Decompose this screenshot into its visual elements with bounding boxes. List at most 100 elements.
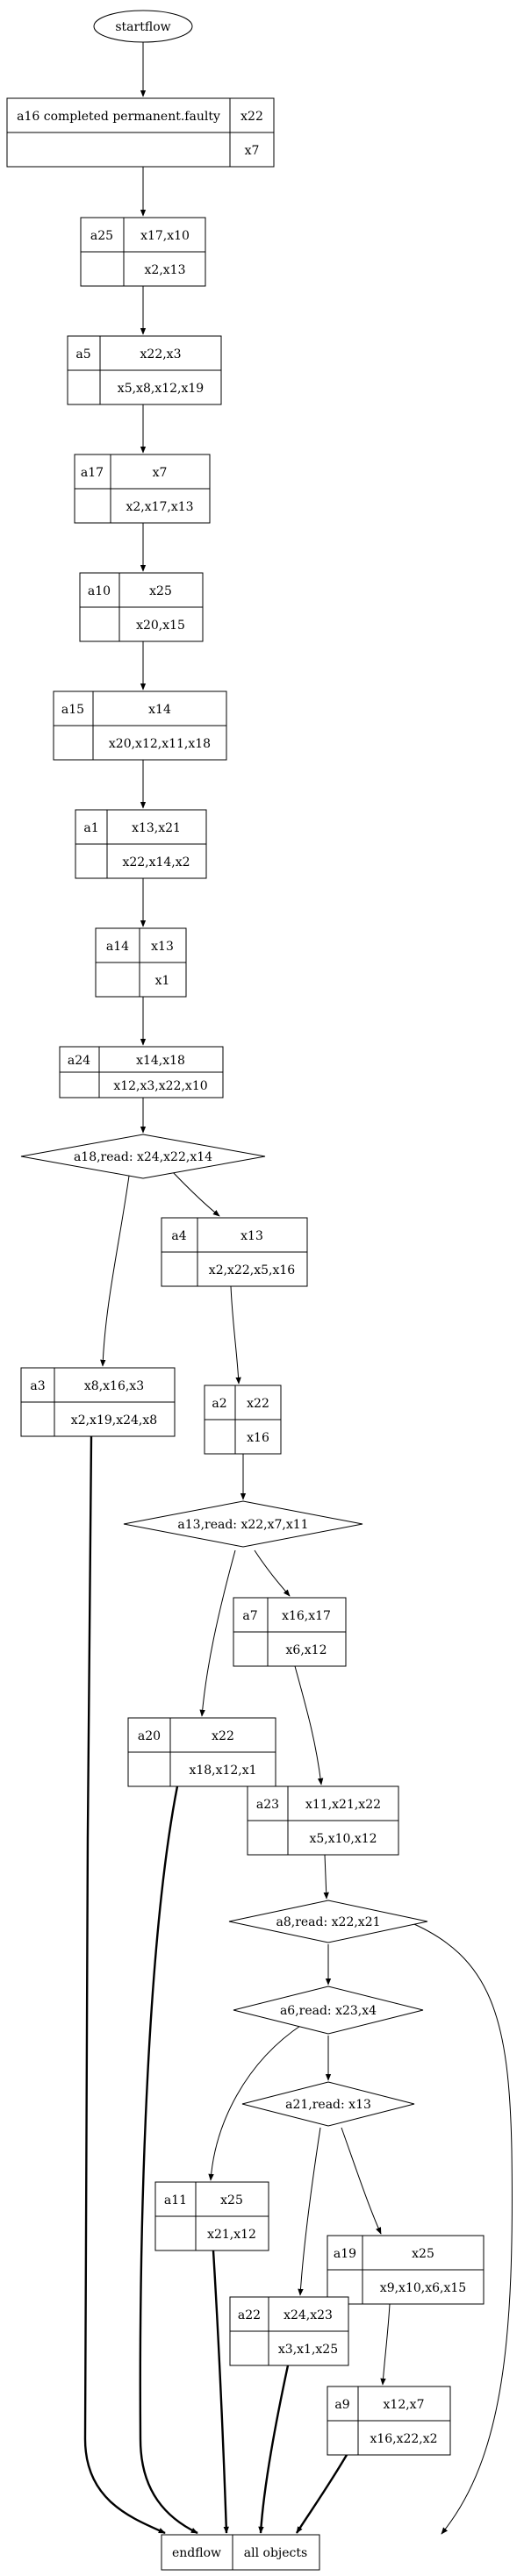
node-a9: a9 x12,x7 x16,x22,x2 [327,2386,451,2456]
end-label-right: all objects [244,2546,307,2560]
node-a10: a10 x25 x20,x15 [79,572,204,642]
node-a17-label: a17 [81,466,104,480]
decision-a6: a6,read: x23,x4 [233,1986,424,2035]
start-node: startflow [93,10,193,43]
edge-a18-a3 [100,1156,133,1367]
node-a16-top: x22 [240,110,263,124]
node-a9-top: x12,x7 [384,2398,425,2412]
node-a20-top: x22 [212,1729,234,1743]
node-a25-label: a25 [90,229,113,243]
edge-a20-endflow [139,1785,198,2535]
decision-a6-label: a6,read: x23,x4 [280,2004,377,2018]
decision-a18: a18,read: x24,x22,x14 [20,1134,266,1179]
edges [83,42,513,2535]
edge-a13-a7 [254,1549,291,1597]
node-a25: a25 x17,x10 x2,x13 [80,217,206,287]
node-a16: a16 completed permanent.faulty x22 x7 [6,97,275,168]
node-a23-top: x11,x21,x22 [305,1798,381,1812]
node-a19-bottom: x9,x10,x6,x15 [380,2281,466,2295]
edge-a9-allobjects [295,2454,348,2534]
decision-a8: a8,read: x22,x21 [228,1900,428,1943]
node-a9-bottom: x16,x22,x2 [370,2432,437,2446]
node-a22-label: a22 [238,2308,261,2322]
decision-a18-label: a18,read: x24,x22,x14 [74,1150,212,1164]
node-a19: a19 x25 x9,x10,x6,x15 [327,2235,485,2305]
node-a17: a17 x7 x2,x17,x13 [74,454,211,524]
node-a14-label: a14 [106,940,129,954]
node-a2-top: x22 [247,1397,269,1411]
node-a11-top: x25 [220,2193,243,2207]
decision-a13-label: a13,read: x22,x7,x11 [177,1518,308,1532]
node-a19-label: a19 [334,2247,356,2261]
node-a23: a23 x11,x21,x22 x5,x10,x12 [247,1785,399,1856]
edge-a8-allobjects [407,1921,513,2535]
node-a19-top: x25 [412,2247,434,2261]
node-a14-top: x13 [151,940,174,954]
node-a1-label: a1 [83,821,98,835]
node-a22-bottom: x3,x1,x25 [278,2343,338,2357]
start-label: startflow [115,20,170,34]
edge-a3-endflow [83,1435,166,2535]
node-a5-top: x22,x3 [140,347,182,361]
node-a1-bottom: x22,x14,x2 [122,855,190,869]
node-a24: a24 x14,x18 x12,x3,x22,x10 [59,1046,224,1098]
node-a5-bottom: x5,x8,x12,x19 [118,382,204,396]
node-a10-bottom: x20,x15 [136,619,185,633]
node-a3: a3 x8,x16,x3 x2,x19,x24,x8 [20,1367,176,1437]
decision-a13: a13,read: x22,x7,x11 [123,1500,363,1548]
node-a15: a15 x14 x20,x12,x11,x18 [53,691,227,761]
node-a14: a14 x13 x1 [95,927,187,998]
node-a2: a2 x22 x16 [204,1385,282,1455]
node-a23-bottom: x5,x10,x12 [309,1832,377,1846]
edge-a21-a22 [298,2127,321,2296]
edge-a19-a9 [380,2303,391,2386]
node-a20-label: a20 [138,1729,161,1743]
node-a24-bottom: x12,x3,x22,x10 [113,1079,207,1093]
node-a1: a1 x13,x21 x22,x14,x2 [75,809,207,879]
node-a4-top: x13 [240,1229,263,1243]
node-a7-label: a7 [242,1609,257,1623]
node-a20-bottom: x18,x12,x1 [189,1764,256,1778]
node-a11-bottom: x21,x12 [207,2228,256,2242]
node-a22-top: x24,x23 [284,2308,333,2322]
edge-a11-endflow [212,2250,229,2534]
node-a4: a4 x13 x2,x22,x5,x16 [161,1217,308,1287]
edge-a13-a20 [199,1549,236,1717]
activity-nodes: a16 completed permanent.faulty x22 x7 a2… [6,97,485,2456]
end-node: endflow all objects [161,2534,320,2571]
node-a5: a5 x22,x3 x5,x8,x12,x19 [67,335,222,405]
node-a16-label: a16 completed permanent.faulty [17,110,220,124]
node-a22: a22 x24,x23 x3,x1,x25 [229,2296,349,2366]
edge-a22-allobjects [258,2365,290,2534]
edge-a4-a2 [230,1285,241,1385]
node-a3-bottom: x2,x19,x24,x8 [71,1413,157,1428]
node-a24-label: a24 [68,1054,90,1068]
node-a17-bottom: x2,x17,x13 [126,500,193,514]
node-a10-top: x25 [149,584,172,598]
node-a16-bottom: x7 [245,144,260,158]
decision-nodes: a18,read: x24,x22,x14 a13,read: x22,x7,x… [20,1134,428,2127]
node-a20: a20 x22 x18,x12,x1 [127,1717,276,1787]
node-a24-top: x14,x18 [136,1054,185,1068]
node-a14-bottom: x1 [155,974,170,988]
node-a25-top: x17,x10 [140,229,190,243]
node-a25-bottom: x2,x13 [145,263,186,277]
edge-a6-a11 [208,2023,304,2181]
decision-a21-label: a21,read: x13 [285,2098,371,2112]
node-a1-top: x13,x21 [132,821,181,835]
decision-a8-label: a8,read: x22,x21 [276,1915,380,1929]
node-a2-label: a2 [212,1397,226,1411]
edge-a23-a8 [323,1854,329,1900]
node-a9-label: a9 [334,2398,349,2412]
node-a11-label: a11 [164,2193,187,2207]
node-a7: a7 x16,x17 x6,x12 [233,1597,347,1667]
node-a15-top: x14 [148,703,171,717]
node-a2-bottom: x16 [247,1431,269,1445]
node-a17-top: x7 [153,466,168,480]
end-label-left: endflow [172,2546,221,2560]
node-a4-bottom: x2,x22,x5,x16 [209,1263,295,1277]
edge-a7-a23 [294,1665,324,1785]
node-a11: a11 x25 x21,x12 [154,2181,269,2251]
node-a15-bottom: x20,x12,x11,x18 [109,737,211,751]
node-a7-bottom: x6,x12 [286,1643,327,1657]
